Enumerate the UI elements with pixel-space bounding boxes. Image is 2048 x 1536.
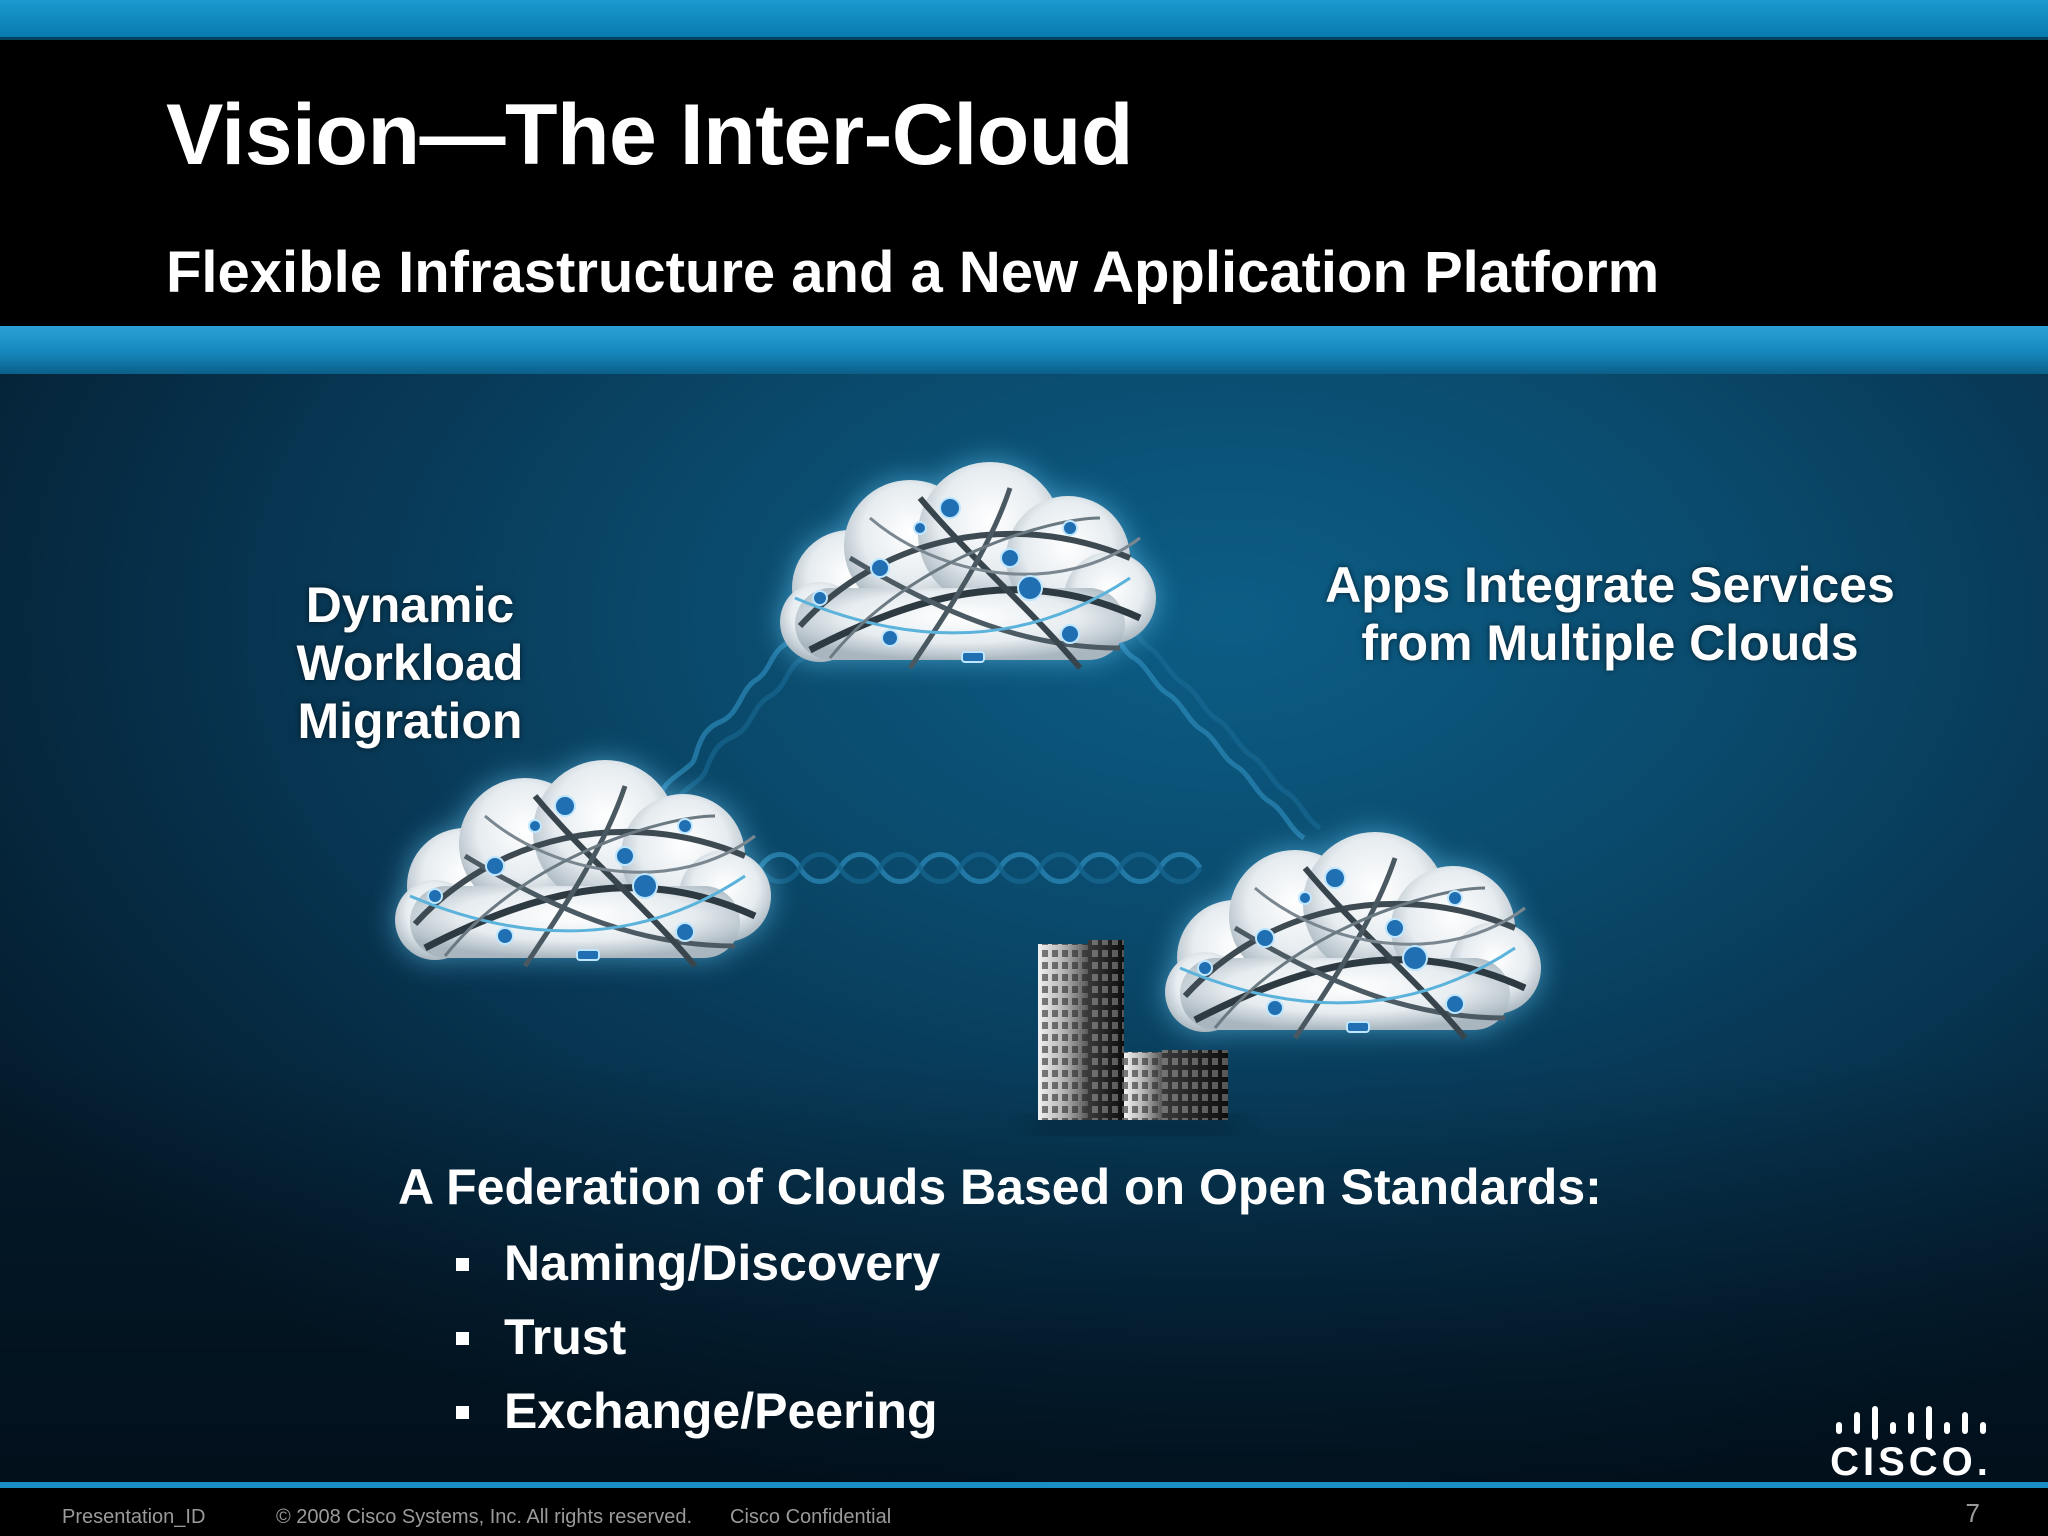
label-line: Apps Integrate Services (1325, 557, 1895, 613)
label-line: Dynamic (305, 577, 515, 633)
apps-integrate-services-label: Apps Integrate Services from Multiple Cl… (1300, 556, 1920, 672)
office-building-icon (1034, 940, 1234, 1132)
list-item: Exchange/Peering (450, 1382, 940, 1456)
header-accent-band (0, 326, 2048, 374)
federation-list: Naming/Discovery Trust Exchange/Peering (450, 1234, 940, 1456)
cisco-logo-text: CISCO. (1830, 1440, 1992, 1484)
bullet-square-icon (456, 1332, 469, 1345)
list-item: Naming/Discovery (450, 1234, 940, 1308)
top-accent-band (0, 0, 2048, 40)
bullet-square-icon (456, 1258, 469, 1271)
slide-title: Vision—The Inter-Cloud (166, 87, 1133, 183)
page-number: 7 (1965, 1498, 1980, 1528)
slide-subtitle: Flexible Infrastructure and a New Applic… (166, 240, 1660, 305)
footer-presentation-id: Presentation_ID (62, 1506, 206, 1528)
footer-copyright: © 2008 Cisco Systems, Inc. All rights re… (276, 1506, 693, 1528)
list-item: Trust (450, 1308, 940, 1382)
wave-link-icon (1100, 608, 1322, 841)
cloud-network-icon (780, 462, 1156, 668)
dynamic-workload-migration-label: Dynamic Workload Migration (240, 576, 580, 750)
list-item-text: Trust (504, 1309, 627, 1365)
wave-link-icon (757, 852, 1203, 884)
cisco-logo-icon (1836, 1406, 1986, 1440)
bullet-square-icon (456, 1406, 469, 1419)
cisco-logo: CISCO. (1828, 1398, 2004, 1488)
list-item-text: Exchange/Peering (504, 1383, 938, 1439)
cloud-network-icon (1165, 832, 1541, 1038)
cloud-network-icon (395, 760, 771, 966)
list-item-text: Naming/Discovery (504, 1235, 941, 1291)
footer-accent-line (0, 1482, 2048, 1488)
label-line: from Multiple Clouds (1361, 615, 1859, 671)
slide-footer: Presentation_ID © 2008 Cisco Systems, In… (0, 1488, 2048, 1536)
label-line: Workload (296, 635, 524, 691)
slide-header (0, 40, 2048, 326)
footer-confidential: Cisco Confidential (730, 1506, 892, 1528)
label-line: Migration (297, 693, 523, 749)
federation-heading: A Federation of Clouds Based on Open Sta… (398, 1159, 1602, 1215)
